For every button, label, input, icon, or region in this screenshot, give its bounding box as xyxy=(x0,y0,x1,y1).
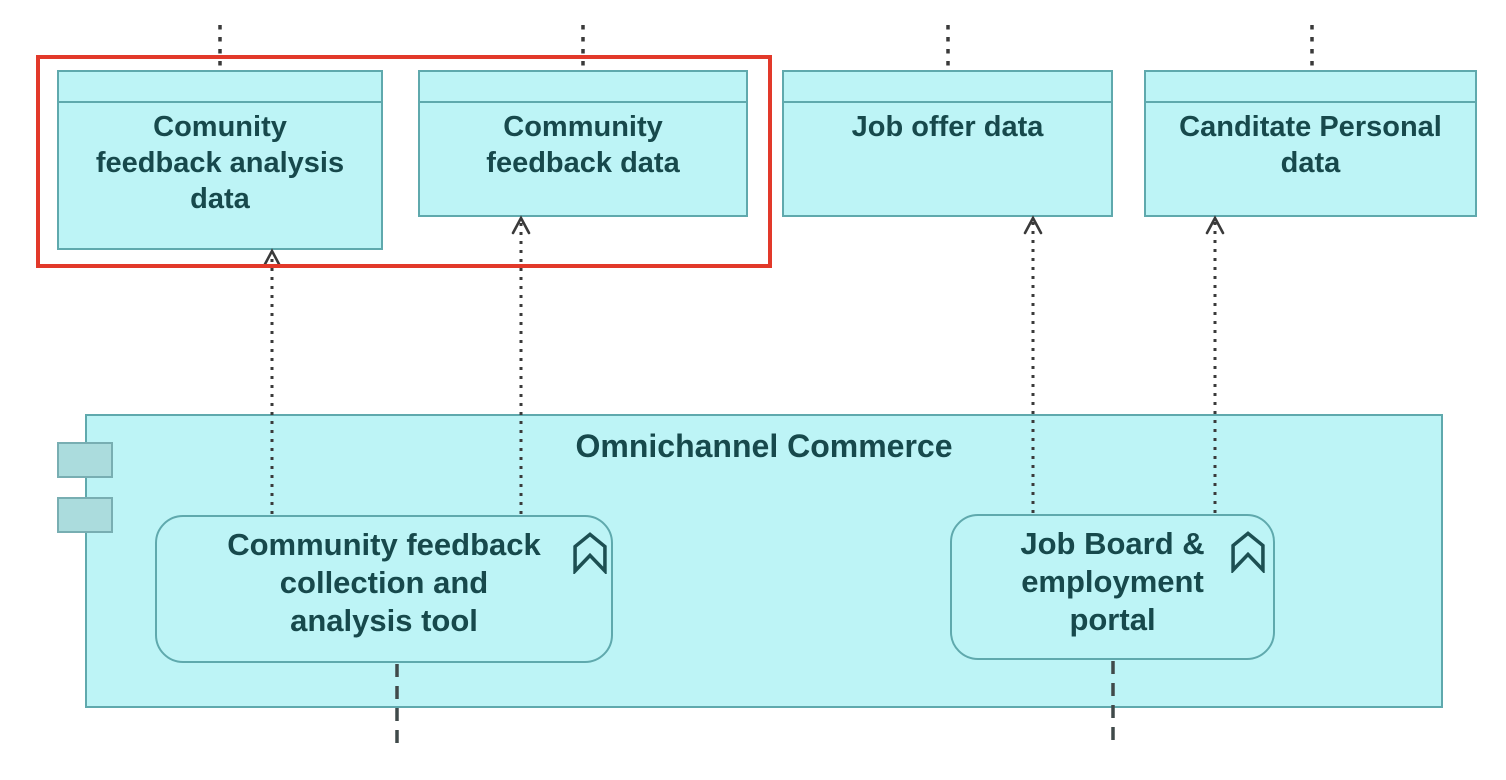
data-object-job-offer-data[interactable]: Job offer data xyxy=(782,70,1113,217)
label-line: Community feedback xyxy=(227,527,541,562)
data-object-tab xyxy=(784,72,1111,103)
label-line: Job Board & xyxy=(1020,526,1205,561)
arrowhead-icon xyxy=(262,248,282,268)
bookmark-chevron-icon xyxy=(1231,531,1265,573)
label-line: collection and xyxy=(279,565,489,600)
component-port-icon xyxy=(57,442,113,478)
data-object-label: Community feedback data xyxy=(420,103,746,181)
component-label: Job Board & employment portal xyxy=(952,516,1273,639)
bookmark-chevron-icon xyxy=(573,532,607,574)
label-line: data xyxy=(190,183,250,215)
label-line: employment xyxy=(1021,564,1204,599)
data-object-label: Canditate Personal data xyxy=(1146,103,1475,181)
container-title: Omnichannel Commerce xyxy=(575,428,953,464)
component-label: Community feedback collection and analys… xyxy=(157,517,611,640)
arrowhead-icon xyxy=(511,215,531,235)
data-object-community-feedback-analysis-data[interactable]: Comunity feedback analysis data xyxy=(57,70,383,250)
component-port-icon xyxy=(57,497,113,533)
label-line: analysis tool xyxy=(290,603,478,638)
component-job-board-portal[interactable]: Job Board & employment portal xyxy=(950,514,1275,660)
data-object-tab xyxy=(1146,72,1475,103)
label-line: Comunity xyxy=(153,111,287,143)
label-line: Community xyxy=(503,111,663,143)
data-object-label: Comunity feedback analysis data xyxy=(59,103,381,217)
component-community-feedback-tool[interactable]: Community feedback collection and analys… xyxy=(155,515,613,663)
data-object-tab xyxy=(420,72,746,103)
label-line: Canditate Personal xyxy=(1179,111,1442,143)
arrowhead-icon xyxy=(1023,215,1043,235)
data-object-candidate-personal-data[interactable]: Canditate Personal data xyxy=(1144,70,1477,217)
label-line: feedback data xyxy=(486,147,680,179)
label-line: data xyxy=(1280,147,1341,179)
label-line: feedback analysis xyxy=(95,147,345,179)
data-object-community-feedback-data[interactable]: Community feedback data xyxy=(418,70,748,217)
data-object-tab xyxy=(59,72,381,103)
label-line: Job offer data xyxy=(851,111,1044,143)
label-line: portal xyxy=(1069,602,1156,637)
arrowhead-icon xyxy=(1205,215,1225,235)
data-object-label: Job offer data xyxy=(784,103,1111,145)
